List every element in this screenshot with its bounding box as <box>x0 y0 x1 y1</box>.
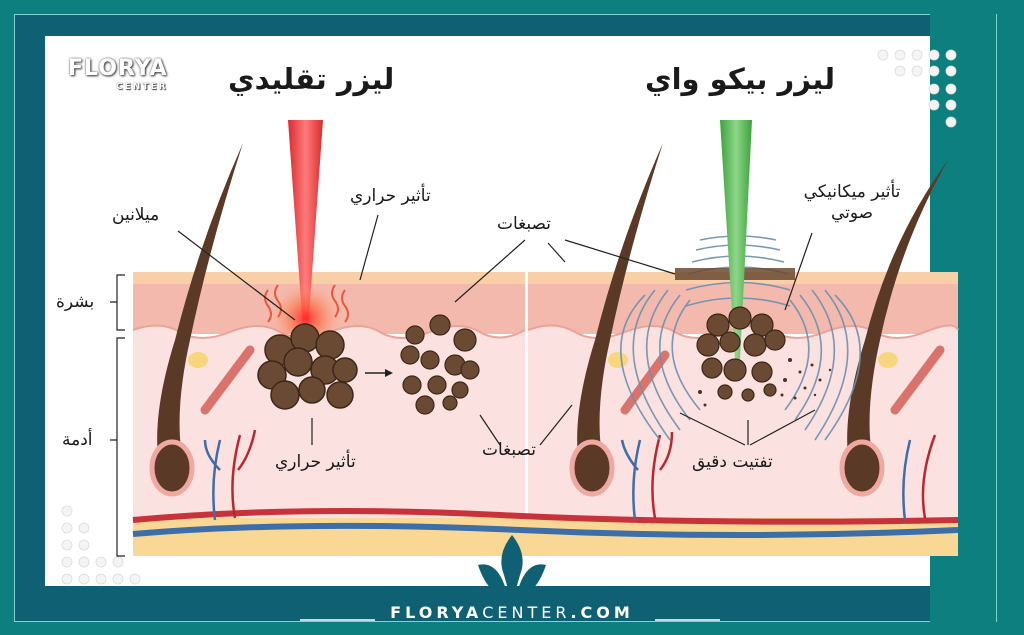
hair-follicles <box>149 143 948 497</box>
red-laser-beam <box>264 120 349 354</box>
footer-website: FLORYACENTER.COM <box>390 603 634 622</box>
melanin-cluster <box>257 323 358 410</box>
green-laser-beam <box>620 120 861 441</box>
pico-fragmented-pigment <box>696 306 786 402</box>
label-epidermis: بشرة <box>56 292 95 312</box>
label-thermal-effect-bottom: تأثير حراري <box>275 452 356 472</box>
pigment-fragments <box>400 314 480 415</box>
leader-lines <box>110 214 816 557</box>
title-pico-laser: ليزر بيكو واي <box>645 62 835 96</box>
florya-leaf-logo <box>478 535 546 600</box>
fine-particles <box>698 358 832 407</box>
dot-decoration-top-right <box>877 49 957 128</box>
logo-sub: CENTER <box>116 82 168 92</box>
skin-layers <box>132 272 959 556</box>
blood-vessels <box>203 429 937 521</box>
label-pigments-bottom: تصبغات <box>482 440 536 460</box>
label-dermis: أدمة <box>62 430 93 450</box>
label-melanin: ميلانين <box>112 205 160 225</box>
florya-logo: FLORYA CENTER <box>68 56 168 93</box>
title-traditional-laser: ليزر تقليدي <box>228 62 395 96</box>
label-pigments-top: تصبغات <box>497 214 551 234</box>
logo-main: FLORYA <box>68 56 168 81</box>
label-photomechanical-effect: تأثير ميكانيكي صوتي <box>803 182 901 223</box>
label-thermal-effect-top: تأثير حراري <box>350 186 431 206</box>
dot-decoration-bottom-left <box>61 505 141 585</box>
label-fine-fragmentation: تفتيت دقيق <box>692 452 773 472</box>
